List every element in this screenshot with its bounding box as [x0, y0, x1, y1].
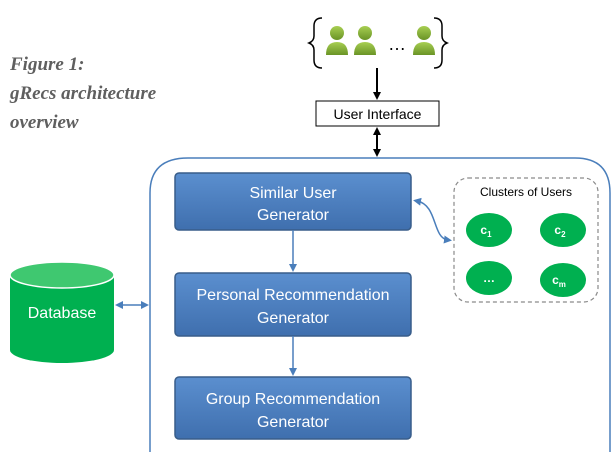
- cluster-cm: cm: [540, 263, 586, 297]
- caption-line-1: Figure 1:: [10, 54, 85, 75]
- similar-user-generator-box: Similar User Generator: [174, 172, 412, 231]
- cluster-cm-letter: c: [552, 273, 559, 287]
- cluster-c2-letter: c: [554, 223, 561, 237]
- cluster-ellipsis-label: …: [483, 271, 495, 285]
- system-container: [149, 157, 611, 452]
- similar-user-line1: Similar User: [249, 185, 337, 202]
- personal-line1: Personal Recommendation: [197, 287, 390, 304]
- similar-clusters-arrow: [413, 197, 452, 244]
- user-icon: [354, 26, 376, 55]
- right-brace: [433, 17, 450, 69]
- personal-line2: Generator: [257, 310, 330, 327]
- cluster-ellipsis: …: [466, 261, 512, 295]
- users-group: …: [306, 17, 450, 69]
- user-interface-box: [315, 100, 440, 127]
- cluster-c1-letter: c: [480, 223, 487, 237]
- left-brace: [306, 17, 323, 69]
- similar-user-line2: Generator: [257, 207, 330, 224]
- database-cylinder: Database: [9, 261, 115, 363]
- cluster-c1-sub: 1: [487, 230, 492, 239]
- user-icon: [326, 26, 348, 55]
- cluster-cm-sub: m: [559, 280, 566, 289]
- cluster-c1: c1: [466, 213, 512, 247]
- user-interface-label: User Interface: [334, 106, 422, 122]
- svg-text:c1: c1: [480, 223, 492, 239]
- group-line2: Generator: [257, 414, 330, 431]
- figure-caption: Figure 1: gRecs architecture overview: [10, 50, 156, 137]
- group-line1: Group Recommendation: [206, 391, 380, 408]
- users-ellipsis: …: [388, 34, 406, 54]
- caption-line-3: overview: [10, 112, 79, 133]
- user-icon: [413, 26, 435, 55]
- group-recommendation-generator-box: Group Recommendation Generator: [174, 376, 412, 440]
- caption-line-2: gRecs architecture: [10, 83, 157, 104]
- cluster-c2-sub: 2: [561, 230, 566, 239]
- database-label: Database: [28, 305, 97, 322]
- svg-text:cm: cm: [552, 273, 566, 289]
- clusters-title: Clusters of Users: [480, 185, 572, 199]
- cluster-c2: c2: [540, 213, 586, 247]
- personal-recommendation-generator-box: Personal Recommendation Generator: [174, 272, 412, 337]
- svg-text:c2: c2: [554, 223, 566, 239]
